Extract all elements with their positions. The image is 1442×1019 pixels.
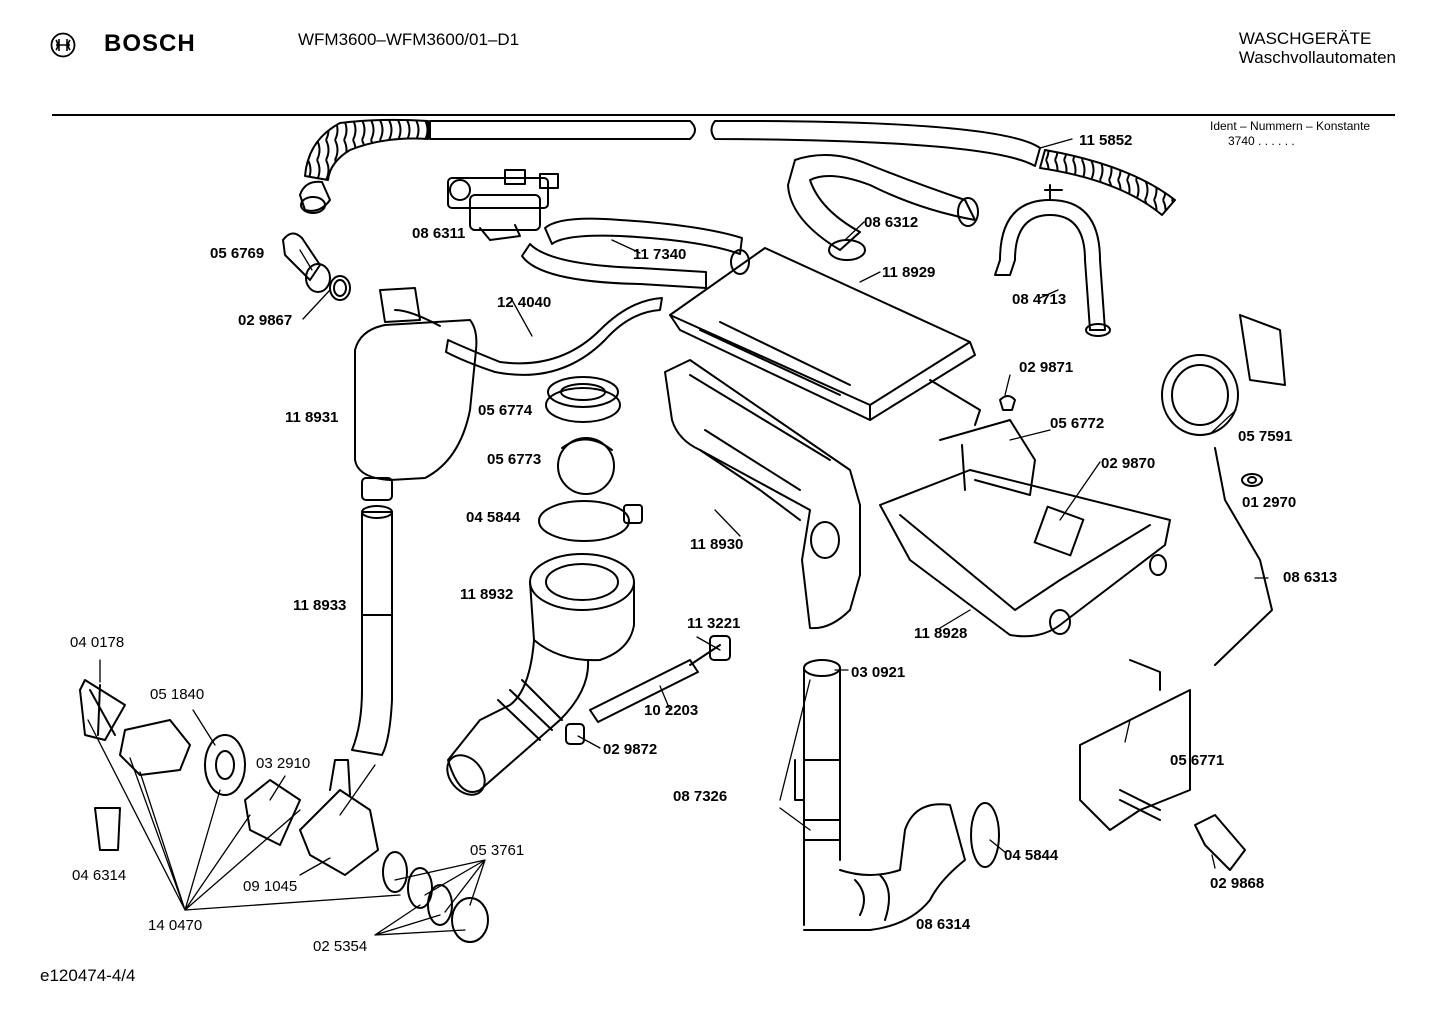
part-label-056769: 05 6769	[210, 245, 264, 262]
bosch-logo-icon	[50, 32, 76, 58]
ident-block: Ident – Nummern – Konstante 3740 . . . .…	[1210, 119, 1370, 149]
drain-hose-drawing	[351, 505, 393, 756]
inlet-valve-drawing	[447, 169, 559, 241]
category-heading: WASCHGERÄTE Waschvollautomaten	[1239, 29, 1396, 67]
elbow-and-washer-drawing	[282, 232, 351, 301]
part-label-102203: 10 2203	[644, 702, 698, 719]
part-label-029868: 02 9868	[1210, 875, 1264, 892]
category-line-1: WASCHGERÄTE	[1238, 29, 1372, 48]
sump-hose-drawing	[803, 802, 1000, 931]
bellows-drawing	[446, 553, 635, 796]
dispenser-housing-drawing	[664, 359, 981, 630]
inlet-hose-drawing	[299, 118, 1176, 216]
part-label-086311: 08 6311	[412, 225, 465, 242]
part-label-140470: 14 0470	[148, 917, 202, 934]
sump-pipe-drawing	[794, 659, 841, 926]
category-line-2: Waschvollautomaten	[1238, 48, 1396, 67]
part-label-025354: 02 5354	[313, 938, 367, 955]
pressure-switch-drawing	[1161, 314, 1286, 666]
leader-lines	[87, 138, 1269, 936]
part-label-086314: 08 6314	[916, 916, 971, 933]
part-labels: 11 5852 08 6311 08 6312 05 6769 11 7340 …	[70, 132, 1337, 955]
seal-set-drawing	[538, 376, 643, 542]
part-label-113221: 11 3221	[687, 615, 740, 632]
connecting-hose-drawing	[445, 297, 663, 376]
part-label-030921: 03 0921	[851, 664, 905, 681]
ident-label: Ident – Nummern – Konstante	[1210, 119, 1371, 133]
dispenser-drawer-drawing	[879, 395, 1171, 638]
pump-assembly-drawing	[79, 679, 489, 943]
part-label-056772: 05 6772	[1050, 415, 1104, 432]
part-label-086312: 08 6312	[864, 214, 918, 231]
part-label-012970: 01 2970	[1242, 494, 1296, 511]
drawing-code: e120474-4/4	[40, 966, 136, 985]
part-label-115852: 11 5852	[1079, 132, 1132, 149]
part-label-040178: 04 0178	[70, 634, 124, 651]
part-label-029872: 02 9872	[603, 741, 657, 758]
hose-bracket-drawing	[994, 184, 1111, 337]
part-label-118928: 11 8928	[914, 625, 967, 642]
part-label-029870: 02 9870	[1101, 455, 1155, 472]
part-label-046314: 04 6314	[72, 867, 126, 884]
part-label-045844-b: 04 5844	[1004, 847, 1059, 864]
part-label-051840: 05 1840	[150, 686, 204, 703]
curved-hose-drawing	[787, 154, 979, 261]
dispenser-lid-drawing	[669, 247, 976, 421]
valve-hoses-drawing	[521, 217, 750, 289]
part-label-124040: 12 4040	[497, 294, 551, 311]
part-label-056773: 05 6773	[487, 451, 541, 468]
part-label-117340: 11 7340	[633, 246, 686, 263]
part-label-084713: 08 4713	[1012, 291, 1066, 308]
part-label-118932: 11 8932	[460, 586, 513, 603]
header-rule	[52, 114, 1395, 116]
part-label-091045: 09 1045	[243, 878, 297, 895]
part-label-032910: 03 2910	[256, 755, 310, 772]
part-label-056771: 05 6771	[1170, 752, 1224, 769]
part-label-087326: 08 7326	[673, 788, 727, 805]
ident-value: 3740 . . . . . .	[1228, 134, 1295, 148]
part-label-118930: 11 8930	[690, 536, 743, 553]
part-label-118933: 11 8933	[293, 597, 346, 614]
model-number: WFM3600–WFM3600/01–D1	[298, 30, 520, 49]
part-label-086313: 08 6313	[1283, 569, 1337, 586]
part-label-118931: 11 8931	[285, 409, 338, 426]
part-label-053761: 05 3761	[470, 842, 524, 859]
part-label-118929: 11 8929	[882, 264, 935, 281]
rod-and-fittings-drawing	[565, 635, 731, 745]
part-label-029867: 02 9867	[238, 312, 292, 329]
reservoir-drawing	[354, 287, 478, 501]
part-label-029871: 02 9871	[1019, 359, 1073, 376]
brand-name: BOSCH	[104, 30, 196, 57]
part-label-056774: 05 6774	[478, 402, 533, 419]
heater-block-drawing	[1079, 659, 1246, 871]
part-label-045844-a: 04 5844	[466, 509, 521, 526]
part-label-057591: 05 7591	[1238, 428, 1292, 445]
